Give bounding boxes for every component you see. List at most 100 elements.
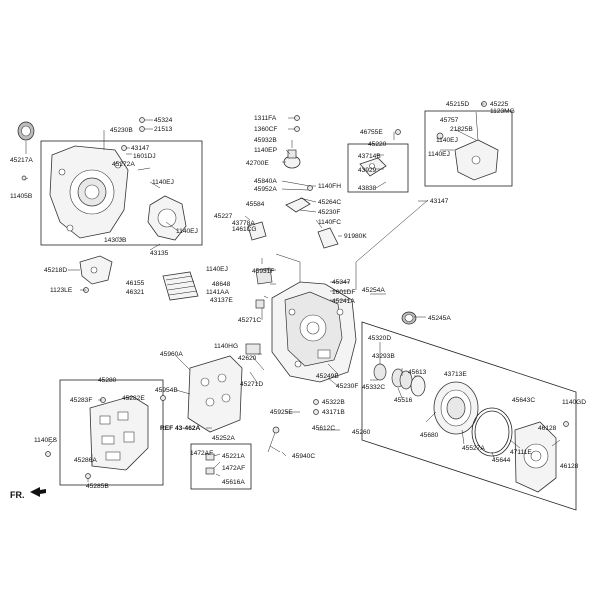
label-ref-43-462a: REF 43-462A: [160, 425, 201, 432]
oil-seal-icon: [17, 121, 35, 141]
solenoid-valve-icon: [205, 453, 215, 475]
label-45527A: 45527A: [462, 445, 485, 452]
label-1140EJ: 1140EJ: [428, 151, 450, 158]
label-43929: 43929: [358, 167, 377, 174]
front-arrow-icon: [30, 487, 46, 497]
label-45271D: 45271D: [240, 381, 263, 388]
seal-ring-icon: [401, 311, 417, 325]
label-45217A: 45217A: [10, 157, 33, 164]
snap-ring-icon: [471, 407, 513, 457]
detent-spring-icon: [285, 197, 311, 213]
pin-icon: [255, 299, 265, 309]
part-labels: 45324 45230B 21513 43147 1601DJ 45272A 1…: [10, 101, 586, 490]
label-43778A: 43778A: [232, 220, 255, 227]
label-1140EJ: 1140EJ: [176, 228, 198, 235]
label-45644: 45644: [492, 457, 511, 464]
label-45218D: 45218D: [44, 267, 67, 274]
label-1140FH: 1140FH: [318, 183, 341, 190]
label-45271C: 45271C: [238, 317, 261, 324]
label-91980K: 91980K: [344, 233, 367, 240]
label-43171B: 43171B: [322, 409, 345, 416]
label-21825B: 21825B: [450, 126, 473, 133]
label-1472AF: 1472AF: [190, 450, 213, 457]
label-43147: 43147: [430, 198, 449, 205]
label-45215D: 45215D: [446, 101, 469, 108]
label-1123MG: 1123MG: [490, 108, 515, 115]
label-45245A: 45245A: [428, 315, 451, 322]
label-45952A: 45952A: [254, 186, 277, 193]
label-1140HG: 1140HG: [214, 343, 238, 350]
label-1311FA: 1311FA: [254, 115, 277, 122]
label-45252A: 45252A: [212, 435, 235, 442]
label-1140EP: 1140EP: [254, 147, 278, 154]
label-45940C: 45940C: [292, 453, 315, 460]
parts: [17, 101, 569, 493]
label-45272A: 45272A: [112, 161, 135, 168]
speed-sensor-icon: [283, 149, 301, 169]
label-45225: 45225: [490, 101, 509, 108]
label-43714B: 43714B: [358, 153, 381, 160]
label-1360CF: 1360CF: [254, 126, 277, 133]
label-45613: 45613: [408, 369, 427, 376]
label-1140EJ: 1140EJ: [152, 179, 174, 186]
label-1141AA: 1141AA: [206, 289, 230, 296]
label-45954B: 45954B: [155, 387, 178, 394]
cover-plate-icon: [147, 195, 187, 241]
label-45227: 45227: [214, 213, 233, 220]
label-45283F: 45283F: [70, 397, 92, 404]
label-43838: 43838: [358, 185, 377, 192]
label-45230F: 45230F: [318, 209, 340, 216]
label-1140FC: 1140FC: [318, 219, 341, 226]
label-45221A: 45221A: [222, 453, 245, 460]
label-1601DJ: 1601DJ: [133, 153, 156, 160]
label-46155: 46155: [126, 280, 145, 287]
label-46128: 46128: [538, 425, 557, 432]
label-46128: 46128: [560, 463, 579, 470]
label-45254A: 45254A: [362, 287, 385, 294]
label-45282E: 45282E: [122, 395, 145, 402]
label-1123LE: 1123LE: [50, 287, 73, 294]
label-45332C: 45332C: [362, 384, 385, 391]
label-43137E: 43137E: [210, 297, 233, 304]
label-45840A: 45840A: [254, 178, 277, 185]
label-11405B: 11405B: [10, 193, 33, 200]
label-42700E: 42700E: [246, 160, 269, 167]
label-1472AF: 1472AF: [222, 465, 245, 472]
housing-group-box: [40, 140, 203, 246]
label-43135: 43135: [150, 250, 169, 257]
label-45643C: 45643C: [512, 397, 535, 404]
front-label: FR.: [10, 490, 25, 500]
sensor-group-box: [347, 143, 409, 193]
label-45347: 45347: [332, 279, 351, 286]
front-direction-indicator: FR.: [10, 487, 46, 500]
label-1461CG: 1461CG: [232, 226, 257, 233]
label-46321: 46321: [126, 289, 145, 296]
valve-body-icon: [89, 395, 149, 471]
label-45285B: 45285B: [86, 483, 109, 490]
label-45757: 45757: [440, 117, 459, 124]
solenoid-group-box: [190, 443, 252, 490]
clutch-retainer-icon: [433, 381, 479, 435]
label-45925E: 45925E: [270, 409, 293, 416]
label-47111E: 47111E: [510, 449, 532, 456]
mount-bracket-icon: [79, 255, 113, 285]
label-21513: 21513: [154, 126, 173, 133]
label-43293B: 43293B: [372, 353, 395, 360]
label-45960A: 45960A: [160, 351, 183, 358]
label-45230B: 45230B: [110, 127, 133, 134]
label-45612C: 45612C: [312, 425, 335, 432]
manual-lever-icon: [247, 221, 273, 285]
accumulator-icon: [245, 343, 261, 355]
label-48648: 48648: [212, 281, 231, 288]
parking-rod-icon: [317, 227, 339, 249]
transaxle-case-icon: [271, 281, 357, 383]
label-45680: 45680: [420, 432, 439, 439]
oil-level-gauge-icon: [267, 426, 281, 453]
label-45249B: 45249B: [316, 373, 339, 380]
label-45220: 45220: [368, 141, 387, 148]
label-45516: 45516: [394, 397, 413, 404]
label-45584: 45584: [246, 201, 265, 208]
label-43713E: 43713E: [444, 371, 467, 378]
label-45264C: 45264C: [318, 199, 341, 206]
